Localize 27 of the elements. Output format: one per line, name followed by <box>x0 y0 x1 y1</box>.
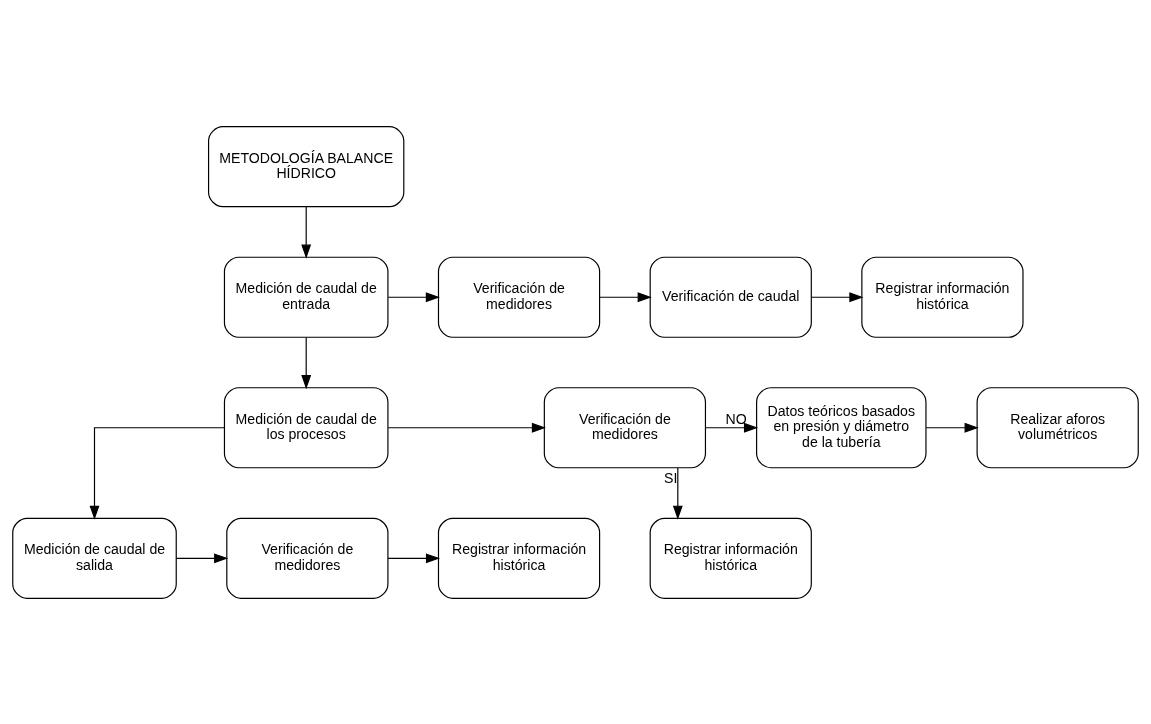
node-box: Verificación de medidores <box>437 256 601 338</box>
arrow <box>387 552 441 563</box>
arrow <box>89 426 225 520</box>
node-box: Datos teóricos basados en presión y diámetro de la tubería <box>756 386 927 468</box>
edge-label: SI <box>664 469 678 486</box>
arrow <box>925 422 979 433</box>
arrow <box>599 291 652 302</box>
node-box: Medición de caudal de salida <box>12 517 177 599</box>
node-box: Verificación de medidores <box>226 517 389 599</box>
node-box: Realizar aforos volumétricos <box>976 386 1139 468</box>
arrow <box>810 291 864 302</box>
node-box: Medición de caudal de los procesos <box>223 386 389 468</box>
node-box: Verificación de caudal <box>649 256 812 338</box>
node-box: Registrar información histórica <box>861 256 1024 338</box>
node-box: Registrar información histórica <box>437 517 601 599</box>
node-box: Registrar información histórica <box>649 517 812 599</box>
arrow <box>301 336 312 389</box>
arrow <box>175 552 229 563</box>
edge-label: NO <box>725 410 747 427</box>
arrow <box>301 205 312 259</box>
arrow <box>387 422 546 433</box>
node-box: Verificación de medidores <box>543 386 707 468</box>
node-box: METODOLOGÍA BALANCE HÍDRICO <box>208 125 405 207</box>
arrow <box>387 291 440 302</box>
node-box: Medición de caudal de entrada <box>223 256 389 338</box>
arrow <box>704 422 759 433</box>
arrow <box>672 466 683 520</box>
